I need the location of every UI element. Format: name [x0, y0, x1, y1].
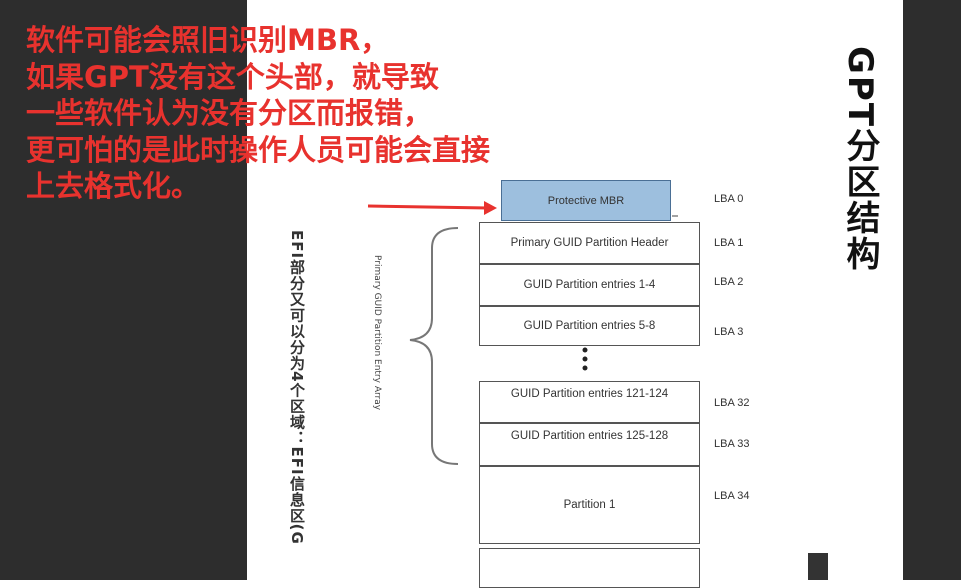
efi-description-text: EFI部分又可以分为4个区域：EFI信息区(G: [288, 230, 306, 545]
ellipsis-dot: [582, 365, 588, 371]
lba-label: LBA 34: [714, 490, 750, 502]
red-arrow-line: [367, 204, 489, 210]
bottom-dark-mark: [808, 553, 828, 580]
block-entries-5-8: GUID Partition entries 5-8: [479, 306, 700, 346]
lba-label: LBA 3: [714, 326, 744, 338]
annotation-line-2: 如果GPT没有这个头部，就导致: [26, 59, 439, 94]
lba-label: LBA 2: [714, 276, 744, 288]
slide-title: GPT分区结构: [840, 46, 880, 273]
block-protective-mbr: Protective MBR: [501, 180, 671, 221]
brace-label: Primary GUID Partition Entry Array: [372, 255, 382, 411]
left-dark-panel: [0, 0, 247, 580]
annotation-line-1: 软件可能会照旧识别MBR，: [26, 23, 390, 57]
annotation-line-4: 更可怕的是此时操作人员可能会直接: [26, 132, 491, 167]
annotation-line-5: 上去格式化。: [26, 169, 201, 203]
lba-label: LBA 0: [714, 193, 744, 205]
block-partition-1: Partition 1: [479, 466, 700, 544]
lba-label: LBA 33: [714, 438, 750, 450]
block-primary-header: Primary GUID Partition Header: [479, 222, 700, 264]
block-partition-next: [479, 548, 700, 588]
block-entries-125-128: GUID Partition entries 125-128: [479, 423, 700, 466]
brace-icon: [409, 227, 459, 465]
lba-label: LBA 1: [714, 237, 744, 249]
right-dark-panel: [903, 0, 961, 580]
ellipsis-dot: [582, 356, 588, 362]
block-entries-1-4: GUID Partition entries 1-4: [479, 264, 700, 306]
red-annotation: 软件可能会照旧识别MBR， 如果GPT没有这个头部，就导致 一些软件认为没有分区…: [26, 22, 490, 205]
annotation-line-3: 一些软件认为没有分区而报错，: [26, 96, 433, 130]
ellipsis-dot: [582, 347, 588, 353]
red-arrow-head: [484, 201, 497, 215]
block-entries-121-124: GUID Partition entries 121-124: [479, 381, 700, 423]
lba-label: LBA 32: [714, 397, 750, 409]
